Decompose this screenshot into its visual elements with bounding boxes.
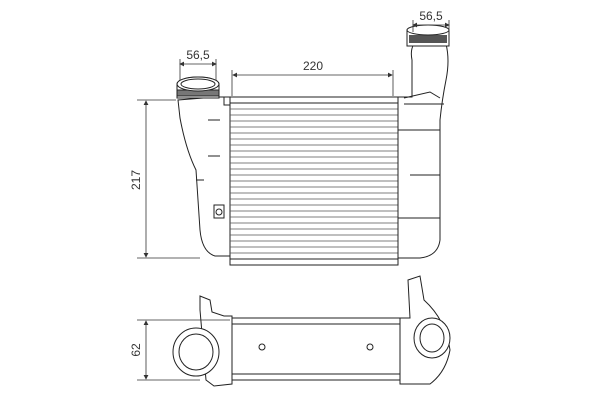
front-view [176,24,450,266]
left-inlet-pipe [176,76,233,257]
dimension-height: 217 [129,99,200,259]
height-label: 217 [129,170,143,190]
core [229,96,399,266]
left-pipe-diameter-label: 56,5 [186,48,210,62]
depth-label: 62 [129,343,143,357]
dimension-right-pipe: 56,5 [412,9,450,32]
right-outlet-pipe [397,24,450,259]
dimension-depth: 62 [129,319,230,381]
dimension-core-width: 220 [231,59,394,96]
dimension-left-pipe: 56,5 [179,48,217,80]
core-width-label: 220 [303,59,323,73]
bottom-view [172,275,451,387]
right-pipe-diameter-label: 56,5 [419,9,443,23]
